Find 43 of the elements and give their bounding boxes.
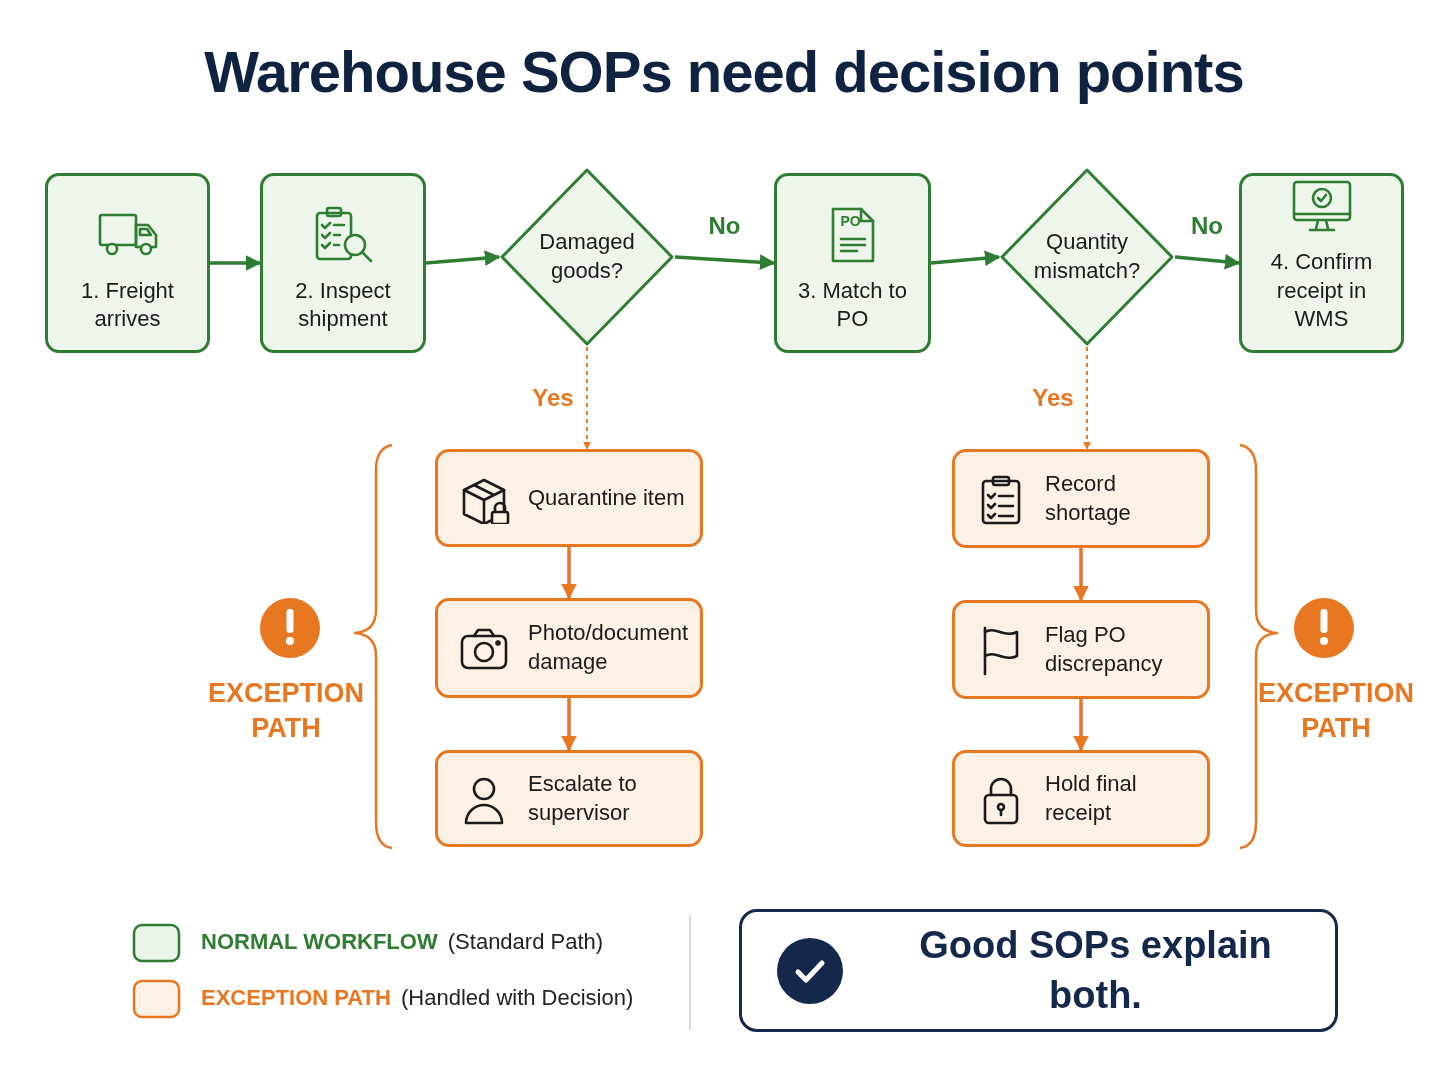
- decision-diamond: [999, 167, 1175, 347]
- dashed-arrow: [583, 346, 591, 450]
- arrow: [561, 698, 577, 752]
- summary-box: [739, 909, 1338, 1032]
- arrow: [210, 255, 262, 271]
- title: Warehouse SOPs need decision points: [203, 38, 1245, 105]
- legend-text: EXCEPTION PATH (Handled with Decision): [201, 985, 634, 1011]
- exception-box: [952, 750, 1210, 847]
- node-text: Photo/document damage: [528, 619, 690, 676]
- node-text: Flag PO discrepancy: [1045, 620, 1164, 678]
- legend-text: NORMAL WORKFLOW (Standard Path): [201, 929, 604, 955]
- section-label: EXCEPTION PATH: [1257, 677, 1415, 746]
- node-text: 4. Confirm receipt in WMS: [1269, 248, 1374, 334]
- node-text: Hold final receipt: [1045, 769, 1138, 827]
- process-box: [774, 173, 931, 353]
- node-text: Record shortage: [1045, 469, 1132, 527]
- node-text: 1. Freight arrives: [80, 276, 175, 334]
- decision-diamond: [499, 167, 675, 347]
- arrow: [1073, 699, 1089, 752]
- icon-label: PO: [840, 212, 861, 229]
- process-box: [45, 173, 210, 353]
- dashed-arrow: [1083, 346, 1091, 450]
- summary-text: Good SOPs explain both.: [918, 923, 1273, 1018]
- exception-box: [435, 750, 703, 847]
- arrow: [1073, 548, 1089, 602]
- node-text: 3. Match to PO: [797, 276, 908, 334]
- process-box: [260, 173, 426, 353]
- node-text: Escalate to supervisor: [528, 769, 638, 827]
- exception-box: [952, 600, 1210, 699]
- node-text: Quantity mismatch?: [1032, 228, 1142, 285]
- arrow: [425, 250, 501, 266]
- exception-box: [952, 449, 1210, 548]
- arrow: [1174, 253, 1241, 270]
- exception-box: [435, 598, 703, 698]
- process-box: [1239, 173, 1404, 353]
- arrow: [930, 250, 1001, 267]
- node-text: Quarantine item: [528, 483, 685, 512]
- node-text: 2. Inspect shipment: [294, 276, 392, 334]
- exception-box: [435, 449, 703, 547]
- section-label: EXCEPTION PATH: [207, 677, 365, 746]
- arrow: [561, 547, 577, 600]
- arrow: [674, 254, 776, 270]
- node-text: Damaged goods?: [538, 228, 636, 285]
